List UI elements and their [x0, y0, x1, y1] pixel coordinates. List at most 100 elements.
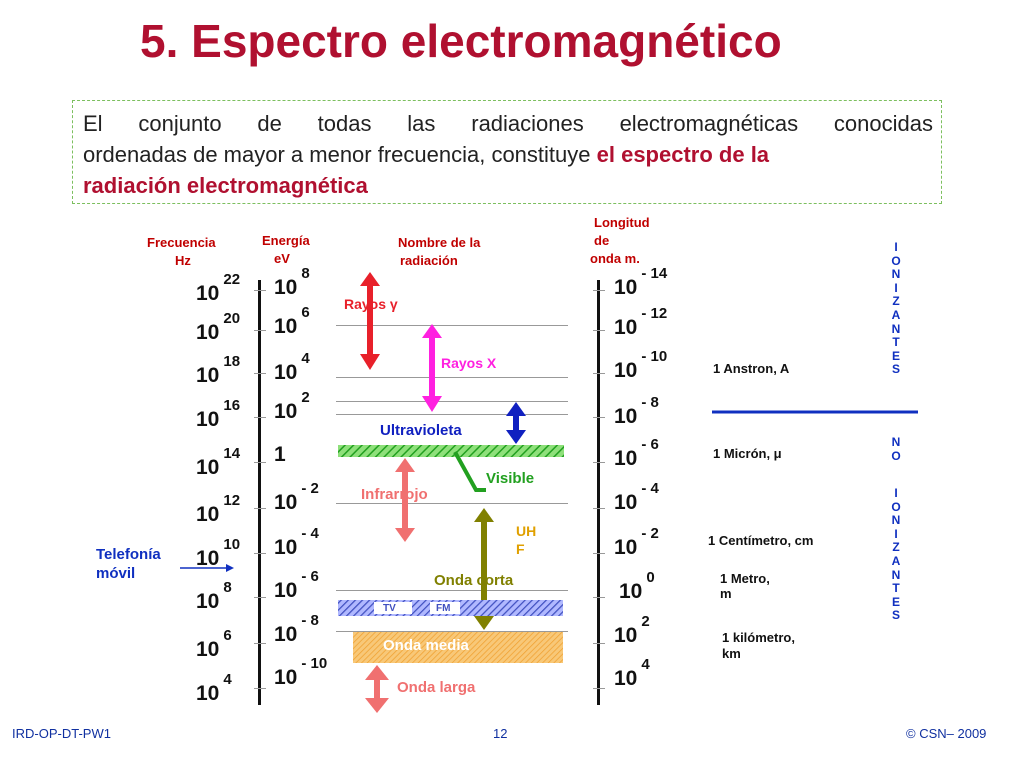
label-ultravioleta: Ultravioleta [380, 422, 462, 439]
wl-tick [593, 597, 605, 598]
freq-tick [254, 553, 266, 554]
freq-tick [254, 330, 266, 331]
separator-line [336, 325, 568, 326]
separator-line [336, 503, 568, 504]
freq-tick [254, 688, 266, 689]
label-rayos-gamma: Rayos γ [344, 296, 398, 312]
header-nombre: Nombre de la radiación [398, 234, 480, 270]
header-energia-line2: eV [274, 251, 290, 266]
separator-line [336, 590, 568, 591]
label-rayos-x: Rayos X [441, 355, 497, 371]
page-title: 5. Espectro electromagnético [140, 15, 782, 67]
freq-value: 1010 [196, 536, 241, 570]
energy-value: 108 [274, 265, 310, 299]
label-uhf-line1: UH [516, 523, 537, 539]
freq-tick [254, 417, 266, 418]
freq-value: 1016 [196, 397, 241, 431]
freq-value: 1018 [196, 353, 241, 387]
energy-value: 106 [274, 304, 310, 338]
header-energia: Energía eV [262, 232, 310, 268]
wavelength-value: 102 [614, 613, 650, 647]
freq-tick [254, 643, 266, 644]
wl-tick [593, 643, 605, 644]
onda-larga-arrow [365, 665, 389, 713]
visible-pointer [453, 451, 486, 492]
separator-line [336, 414, 568, 415]
energy-value: 10- 4 [274, 525, 319, 559]
freq-value: 1022 [196, 271, 241, 305]
intro-line-3: radiación electromagnética [83, 173, 368, 198]
header-nombre-line1: Nombre de la [398, 235, 481, 250]
freq-value: 1012 [196, 492, 241, 526]
label-onda-larga: Onda larga [397, 679, 476, 696]
frequency-axis [258, 280, 261, 705]
wavelength-value: 10- 4 [614, 480, 659, 514]
wavelength-value: 10- 6 [614, 436, 659, 470]
unit-micron: 1 Micrón, μ [713, 446, 782, 461]
energy-value: 10- 6 [274, 568, 319, 602]
wl-tick [593, 330, 605, 331]
header-frecuencia-line2: Hz [175, 253, 191, 268]
freq-value: 108 [196, 579, 232, 613]
intro-box: El conjunto de todas las radiaciones ele… [72, 100, 942, 204]
tv-box [374, 602, 412, 614]
energy-value: 10- 2 [274, 480, 319, 514]
label-uhf-line2: F [516, 541, 525, 557]
freq-value: 1020 [196, 310, 241, 344]
label-visible: Visible [486, 470, 535, 487]
label-uhf: UH F [516, 522, 536, 558]
uv-arrow [506, 402, 526, 444]
header-longitud-line3: onda m. [590, 251, 640, 266]
energy-value: 10- 8 [274, 612, 319, 646]
telefonia-arrow [180, 564, 234, 572]
unit-kilometro-line1: 1 kilómetro, [722, 630, 795, 645]
separator-line [336, 377, 568, 378]
energy-value: 10- 10 [274, 655, 328, 689]
intro-line-2-highlight: el espectro de la [596, 142, 770, 167]
unit-angstrom: 1 Anstron, A [713, 361, 790, 376]
label-tv: TV [383, 603, 396, 614]
wavelength-value: 104 [614, 656, 650, 690]
intro-line-2-plain: ordenadas de mayor a menor frecuencia, c… [83, 142, 597, 167]
freq-value: 106 [196, 627, 232, 661]
label-telefonia-line1: Telefonía [96, 546, 161, 563]
energy-value: 104 [274, 350, 310, 384]
wl-tick [593, 688, 605, 689]
onda-media-band [353, 632, 563, 663]
freq-tick [254, 597, 266, 598]
label-telefonia-movil: Telefonía móvil [96, 545, 161, 583]
wavelength-value: 100 [619, 569, 655, 603]
separator-line [336, 401, 568, 402]
freq-tick [254, 290, 266, 291]
unit-centimetro: 1 Centímetro, cm [708, 533, 814, 548]
freq-value: 104 [196, 671, 232, 705]
header-nombre-line2: radiación [400, 253, 458, 268]
wavelength-value: 10- 12 [614, 305, 668, 339]
header-longitud-line1: Longitud [594, 215, 650, 230]
footer-copyright: © CSN– 2009 [906, 726, 987, 741]
unit-metro-line1: 1 Metro, [720, 571, 770, 586]
footer-code: IRD-OP-DT-PW1 [12, 726, 111, 741]
wl-tick [593, 508, 605, 509]
label-onda-corta: Onda corta [434, 572, 514, 589]
xray-arrow [422, 324, 442, 412]
freq-tick [254, 508, 266, 509]
header-longitud-line2: de [594, 233, 610, 248]
label-infrarrojo: Infrarrojo [361, 486, 428, 503]
wl-tick [593, 462, 605, 463]
separator-line [336, 631, 568, 632]
label-telefonia-line2: móvil [96, 565, 136, 582]
unit-kilometro: 1 kilómetro, km [722, 630, 795, 662]
intro-line-1: El conjunto de todas las radiaciones ele… [83, 111, 933, 136]
freq-value: 1014 [196, 445, 241, 479]
wavelength-value: 10- 10 [614, 348, 668, 382]
visible-band [338, 445, 564, 457]
gamma-arrow [360, 272, 380, 370]
unit-metro-line2: m [720, 586, 732, 601]
header-frecuencia-line1: Frecuencia [147, 235, 216, 250]
unit-metro: 1 Metro, m [720, 571, 770, 601]
